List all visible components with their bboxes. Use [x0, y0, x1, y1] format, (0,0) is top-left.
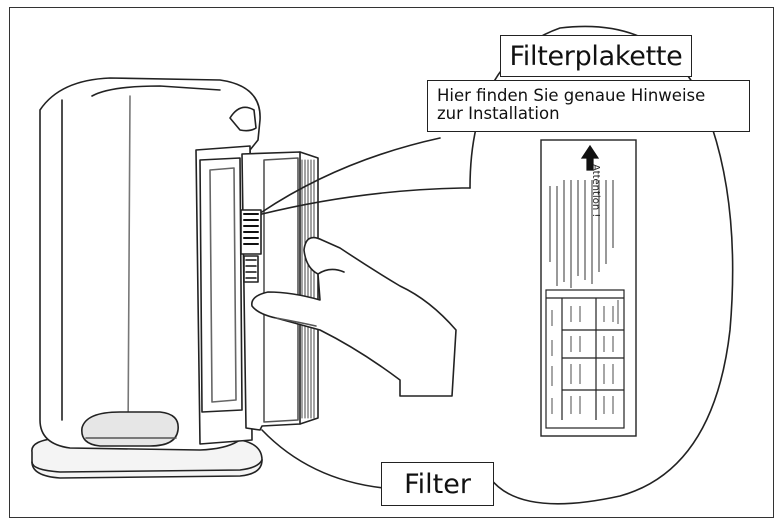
filter-plate-label-text: Filterplakette	[509, 40, 683, 72]
filter-label-text: Filter	[404, 468, 471, 500]
hand	[251, 236, 457, 397]
hint-line-1: Hier finden Sie genaue Hinweise	[437, 86, 706, 105]
filter-plate-label: Filterplakette	[500, 35, 692, 77]
arrow-up-icon	[580, 144, 600, 171]
purifier-intake	[81, 411, 179, 447]
filter-pointer	[261, 429, 385, 489]
filter-cassette	[240, 151, 319, 431]
hint-line-2: zur Installation	[437, 104, 560, 123]
zoom-line-lower	[261, 187, 471, 215]
zoom-line-upper	[261, 137, 441, 213]
filter-label: Filter	[381, 462, 494, 506]
filter-plate	[540, 139, 637, 437]
installation-hint-label: Hier finden Sie genaue Hinweise zur Inst…	[427, 80, 750, 132]
plate-heading: Attention !	[590, 164, 601, 218]
